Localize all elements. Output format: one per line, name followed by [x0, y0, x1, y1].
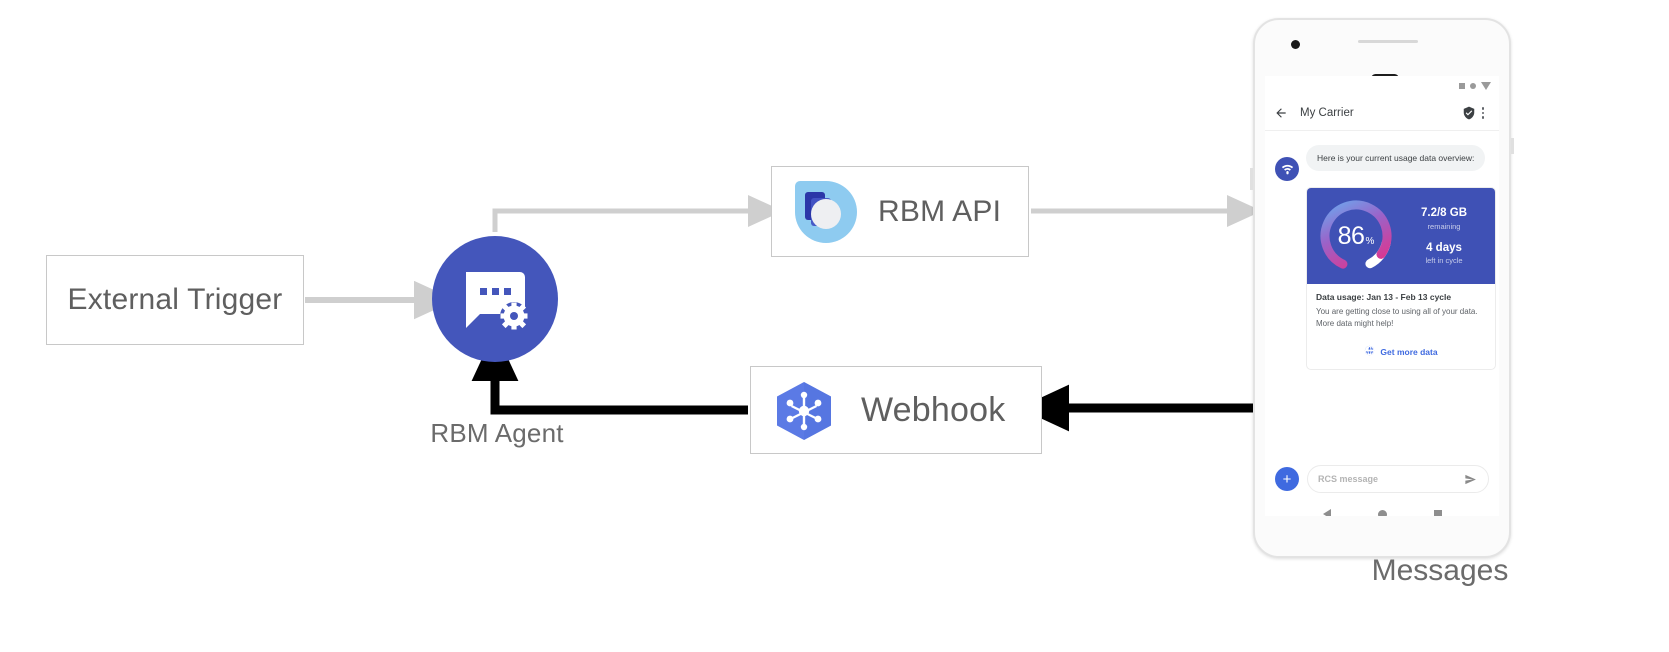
conversation-area: Here is your current usage data overview… — [1265, 131, 1499, 457]
gauge-unit: % — [1365, 235, 1375, 247]
rbm-api-logo-icon — [795, 180, 857, 243]
add-attachment-button[interactable]: + — [1275, 467, 1299, 491]
app-bar-title: My Carrier — [1300, 107, 1354, 119]
back-arrow-icon[interactable] — [1274, 106, 1288, 120]
triangle-down-icon — [1481, 82, 1491, 90]
stat-days-value: 4 days — [1426, 241, 1462, 254]
phone-screen: My Carrier He — [1265, 76, 1499, 516]
phone-camera-icon — [1291, 40, 1300, 49]
rich-card-media: 86 % 7.2/8 GB remaining 4 days left in c… — [1307, 188, 1495, 284]
overflow-menu-icon[interactable] — [1476, 105, 1490, 121]
wire-webhook-to-agent — [471, 330, 748, 415]
message-row: Here is your current usage data overview… — [1275, 145, 1489, 181]
send-icon[interactable] — [1463, 473, 1478, 486]
rbm-agent-chat-gear-icon — [466, 272, 528, 330]
status-bar — [1265, 76, 1499, 96]
rich-card-description: You are getting close to using all of yo… — [1316, 307, 1478, 328]
rcs-agent-avatar-icon — [1275, 157, 1299, 181]
phone-speaker-grille — [1358, 40, 1418, 43]
stat-days-left: 4 days left in cycle — [1425, 242, 1462, 265]
rich-card-body: Data usage: Jan 13 - Feb 13 cycle You ar… — [1307, 284, 1495, 335]
rich-card[interactable]: 86 % 7.2/8 GB remaining 4 days left in c… — [1306, 187, 1496, 370]
verified-shield-icon[interactable] — [1462, 106, 1476, 120]
square-icon — [1459, 83, 1465, 89]
stat-data-remaining: 7.2/8 GB remaining — [1421, 207, 1467, 230]
rbm-api-node[interactable]: RBM API — [771, 166, 1029, 257]
nav-home-circle-icon[interactable] — [1377, 509, 1387, 516]
rcs-message-placeholder: RCS message — [1318, 474, 1379, 484]
rich-card-stats: 7.2/8 GB remaining 4 days left in cycle — [1399, 207, 1489, 264]
webhook-label: Webhook — [861, 390, 1006, 429]
app-bar: My Carrier — [1265, 96, 1499, 131]
rbm-agent-label: RBM Agent — [430, 418, 564, 448]
globe-icon — [1364, 343, 1375, 361]
gauge-value: 86 — [1337, 221, 1365, 250]
data-usage-gauge: 86 % — [1313, 193, 1399, 279]
message-bubble: Here is your current usage data overview… — [1306, 145, 1486, 172]
stat-data-label: remaining — [1427, 221, 1461, 231]
android-nav-bar — [1265, 501, 1499, 516]
rbm-agent-node[interactable] — [432, 236, 558, 362]
phone-power-button[interactable] — [1511, 138, 1514, 154]
webhook-hexagon-icon — [777, 382, 831, 440]
rbm-api-label: RBM API — [878, 194, 1002, 228]
gauge-value-text: 86 % — [1313, 193, 1399, 279]
message-composer: + RCS message — [1265, 457, 1499, 501]
nav-recents-square-icon[interactable] — [1433, 510, 1442, 516]
phone-caption: Messages — [1371, 554, 1509, 587]
phone-mockup: My Carrier He — [1250, 18, 1514, 558]
get-more-data-button[interactable]: Get more data — [1307, 335, 1495, 369]
stat-days-label: left in cycle — [1425, 255, 1463, 265]
external-trigger-label: External Trigger — [67, 283, 283, 316]
stat-data-value: 7.2/8 GB — [1420, 207, 1468, 220]
nav-back-triangle-icon[interactable] — [1322, 509, 1331, 516]
rcs-message-input[interactable]: RCS message — [1307, 465, 1489, 493]
external-trigger-node[interactable]: External Trigger — [46, 255, 304, 345]
rich-card-title: Data usage: Jan 13 - Feb 13 cycle — [1316, 292, 1452, 302]
dot-icon — [1470, 83, 1476, 89]
webhook-node[interactable]: Webhook — [750, 366, 1042, 454]
wire-agent-to-api — [492, 194, 783, 232]
get-more-data-label: Get more data — [1380, 347, 1438, 357]
phone-volume-button[interactable] — [1250, 168, 1253, 190]
